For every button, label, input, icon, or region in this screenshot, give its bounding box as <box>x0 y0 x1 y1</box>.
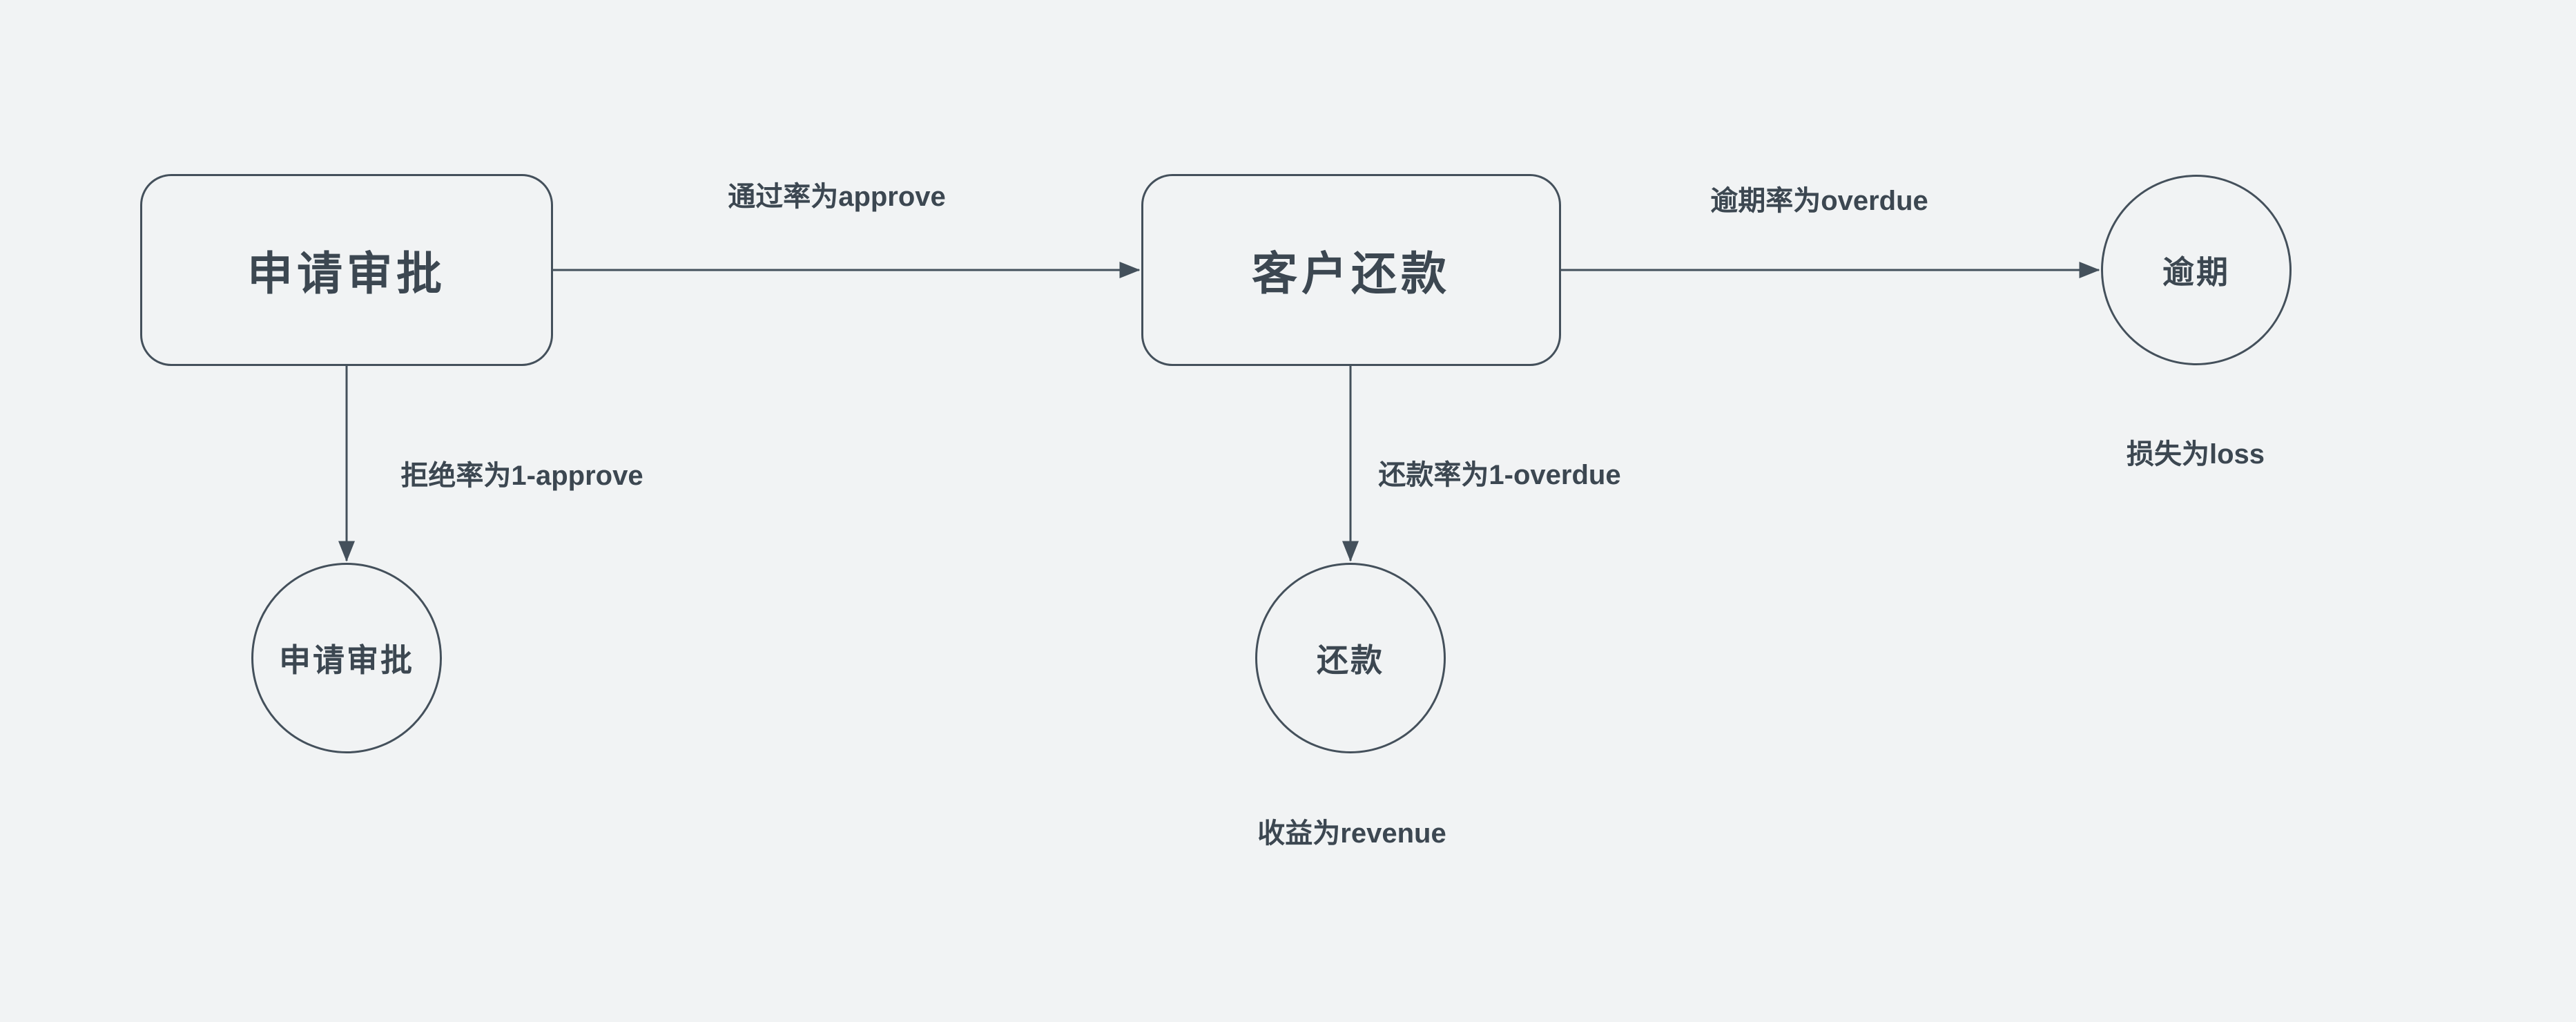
edge-label-repay[interactable]: 还款率为1-overdue <box>1378 460 1621 490</box>
node-customer-repayment[interactable]: 客户还款 <box>1141 174 1561 366</box>
annotation-loss[interactable]: 损失为loss <box>2126 439 2265 470</box>
node-label: 申请审批 <box>247 248 446 299</box>
edge-label-reject[interactable]: 拒绝率为1-approve <box>400 461 643 491</box>
edge-label-approve[interactable]: 通过率为approve <box>728 182 946 212</box>
node-label: 逾期 <box>2162 254 2230 290</box>
node-label: 客户还款 <box>1252 248 1451 299</box>
node-label: 还款 <box>1317 642 1384 678</box>
node-application-approval-end[interactable]: 申请审批 <box>251 563 442 753</box>
node-repayment-end[interactable]: 还款 <box>1255 563 1446 753</box>
node-application-approval[interactable]: 申请审批 <box>140 174 553 366</box>
annotation-revenue[interactable]: 收益为revenue <box>1257 818 1446 849</box>
edge-label-overdue[interactable]: 逾期率为overdue <box>1710 186 1928 216</box>
node-overdue[interactable]: 逾期 <box>2101 175 2292 365</box>
node-label: 申请审批 <box>279 642 414 678</box>
